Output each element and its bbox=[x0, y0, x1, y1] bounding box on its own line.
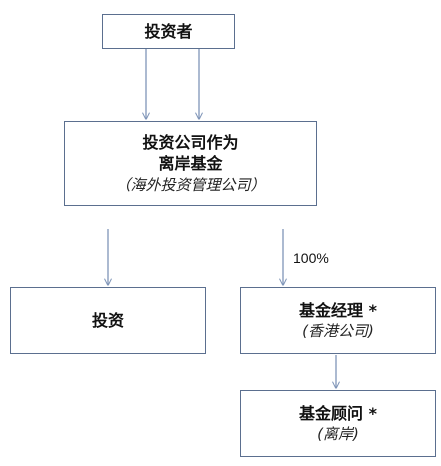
fund-label-line2: 离岸基金 bbox=[158, 154, 223, 174]
fund-advisor-sublabel: (离岸) bbox=[317, 425, 359, 444]
fund-manager-label: 基金经理 * bbox=[299, 300, 377, 320]
fund-manager-box: 基金经理 * (香港公司) bbox=[240, 287, 436, 354]
ownership-percent-label: 100% bbox=[293, 250, 329, 266]
investment-box: 投资 bbox=[10, 287, 206, 354]
investment-label: 投资 bbox=[91, 310, 124, 330]
investor-box: 投资者 bbox=[102, 14, 235, 49]
fund-manager-sublabel: (香港公司) bbox=[302, 322, 374, 341]
fund-advisor-label: 基金顾问 * bbox=[299, 403, 377, 423]
offshore-fund-box: 投资公司作为 离岸基金 （海外投资管理公司） bbox=[64, 121, 317, 206]
fund-sublabel: （海外投资管理公司） bbox=[115, 175, 266, 194]
investor-label: 投资者 bbox=[144, 21, 193, 41]
fund-label-line1: 投资公司作为 bbox=[142, 132, 239, 152]
fund-advisor-box: 基金顾问 * (离岸) bbox=[240, 390, 436, 457]
